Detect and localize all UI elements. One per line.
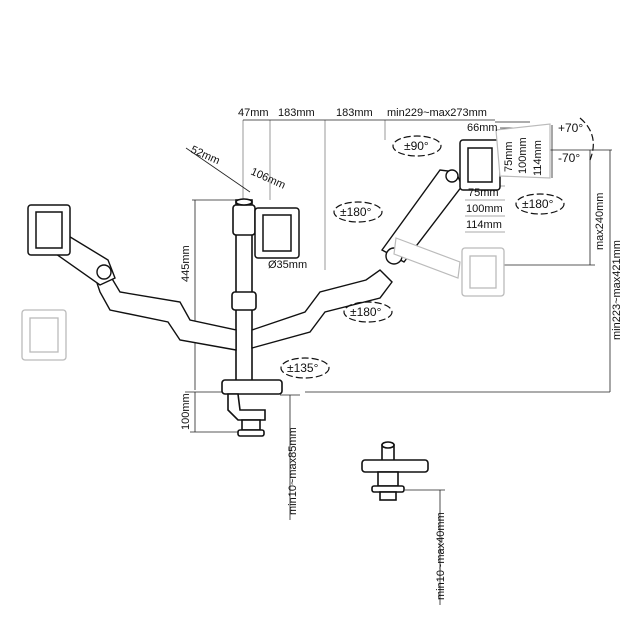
right-arm [251, 169, 463, 349]
dim-47: 47mm [238, 107, 269, 119]
dim-66: 66mm [467, 122, 498, 134]
dim-vertical-240: max240mm [594, 193, 606, 250]
dim-reach: min229~max273mm [387, 107, 487, 119]
vesa-plate-right-ghost [461, 247, 505, 297]
rotation-arcs [280, 117, 594, 379]
dim-pole-diameter: Ø35mm [268, 259, 307, 271]
left-arm [55, 230, 237, 351]
dim-183-b: 183mm [336, 107, 373, 119]
dim-base-100: 100mm [180, 393, 192, 430]
rot-135: ±135° [287, 361, 319, 375]
dim-106: 106mm [249, 166, 287, 192]
rot-180-a: ±180° [340, 205, 372, 219]
vesa-plate-left-top [27, 204, 71, 256]
tilt-outline [495, 123, 551, 179]
vesa-100-b: 100mm [466, 203, 503, 215]
vesa-plate-left-ghost [21, 309, 67, 361]
rot-tilt-down: -70° [558, 151, 580, 165]
vesa-plate-right-top [459, 139, 501, 191]
vesa-100-a: 100mm [517, 137, 529, 174]
dim-183-a: 183mm [278, 107, 315, 119]
vesa-plate-center [254, 207, 300, 259]
dim-vertical-range: min223~max421mm [611, 240, 623, 340]
rot-tilt-up: +70° [558, 121, 583, 135]
vesa-75-a: 75mm [503, 141, 515, 172]
dim-52: 52mm [189, 144, 222, 167]
rot-180-c: ±180° [350, 305, 382, 319]
vesa-114-a: 114mm [532, 140, 544, 176]
grommet-base [361, 441, 429, 501]
desk-clamp [221, 379, 283, 437]
center-pole [231, 198, 257, 383]
rot-swivel-90: ±90° [404, 139, 429, 153]
dim-height-445: 445mm [180, 245, 192, 282]
rot-180-b: ±180° [522, 197, 554, 211]
dim-clamp-range: min10~max85mm [287, 427, 299, 515]
dim-grommet-range: min10~max40mm [435, 512, 447, 600]
vesa-75-b: 75mm [468, 187, 499, 199]
vesa-114-b: 114mm [466, 219, 502, 231]
